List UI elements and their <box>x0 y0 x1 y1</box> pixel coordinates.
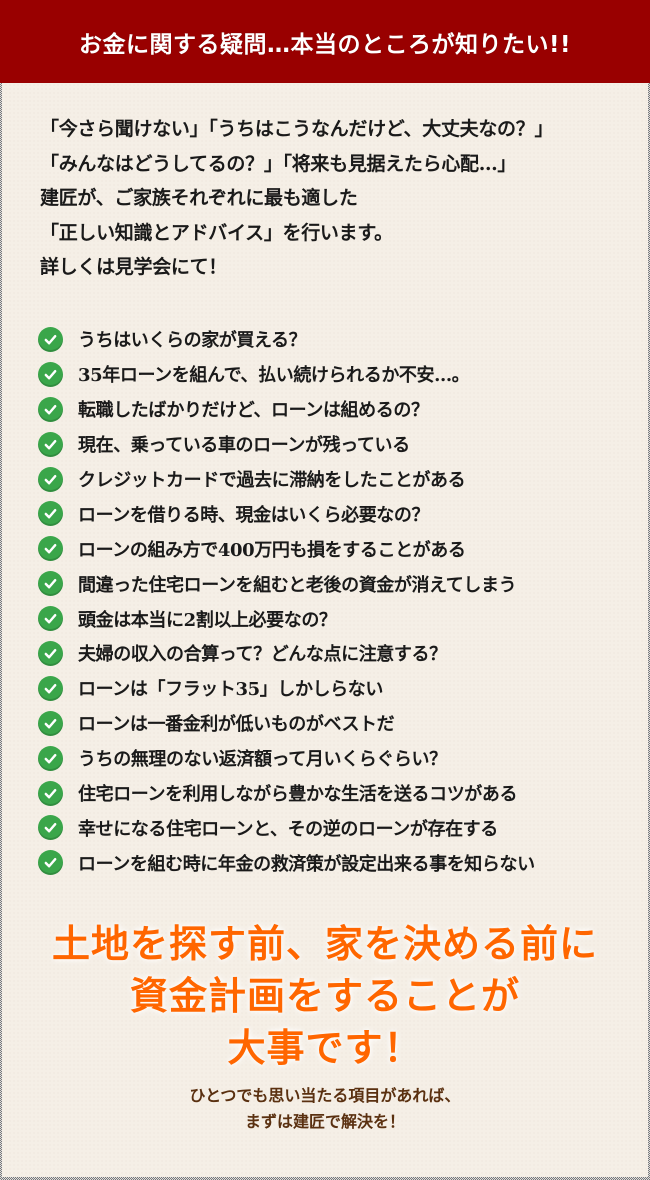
check-circle-icon <box>38 361 63 387</box>
check-circle-icon <box>38 780 63 806</box>
checklist-item: うちの無理のない返済額って月いくらぐらい？ <box>38 741 628 776</box>
question-checklist: うちはいくらの家が買える？ 35年ローンを組んで、払い続けられるか不安…。 転職… <box>38 322 628 880</box>
checklist-item: 夫婦の収入の合算って？どんな点に注意する？ <box>38 636 628 671</box>
check-circle-icon <box>38 571 63 597</box>
subtext-line: ひとつでも思い当たる項目があれば、 <box>189 1086 461 1105</box>
intro-line: 「正しい知識とアドバイス」を行います。 <box>40 221 393 244</box>
check-circle-icon <box>38 431 63 457</box>
checklist-item: ローンを借りる時、現金はいくら必要なの？ <box>38 496 628 531</box>
panel-border-bottom <box>0 1177 650 1180</box>
checklist-item: 住宅ローンを利用しながら豊かな生活を送るコツがある <box>38 776 628 811</box>
header-banner: お金に関する疑問…本当のところが知りたい!! <box>0 0 650 83</box>
checklist-item: 幸せになる住宅ローンと、その逆のローンが存在する <box>38 810 628 845</box>
intro-text: 「今さら聞けない」「うちはこうなんだけど、大丈夫なの？」 「みんなはどうしてるの… <box>40 112 630 285</box>
check-circle-icon <box>38 466 63 492</box>
checklist-item-text: 住宅ローンを利用しながら豊かな生活を送るコツがある <box>78 784 518 806</box>
checklist-item: 現在、乗っている車のローンが残っている <box>38 427 628 462</box>
check-circle-icon <box>38 396 63 422</box>
checklist-item-text: うちはいくらの家が買える？ <box>78 330 307 352</box>
check-circle-icon <box>38 710 63 736</box>
checklist-item: クレジットカードで過去に滞納をしたことがある <box>38 462 628 497</box>
check-circle-icon <box>38 745 63 771</box>
checklist-item: 頭金は本当に2割以上必要なの？ <box>38 601 628 636</box>
checklist-item-text: ローンは「フラット35」しかしらない <box>78 679 383 701</box>
panel-border-right <box>648 83 650 1180</box>
checklist-item-text: クレジットカードで過去に滞納をしたことがある <box>78 470 466 491</box>
checklist-item: ローンを組む時に年金の救済策が設定出来る事を知らない <box>38 845 628 880</box>
check-circle-icon <box>38 326 63 352</box>
checklist-item: 間違った住宅ローンを組むと老後の資金が消えてしまう <box>38 566 628 601</box>
headline-line: 土地を探す前、家を決める前に <box>51 922 598 966</box>
checklist-item: うちはいくらの家が買える？ <box>38 322 628 357</box>
checklist-item-text: ローンの組み方で400万円も損をすることがある <box>78 539 466 561</box>
check-circle-icon <box>38 640 63 666</box>
checklist-item: ローンは「フラット35」しかしらない <box>38 671 628 706</box>
headline-line: 大事です！ <box>227 1026 423 1070</box>
checklist-item-text: 現在、乗っている車のローンが残っている <box>78 435 410 457</box>
checklist-item: 35年ローンを組んで、払い続けられるか不安…。 <box>38 357 628 392</box>
intro-line: 建匠が、ご家族それぞれに最も適した <box>40 187 358 209</box>
checklist-item-text: ローンを組む時に年金の救済策が設定出来る事を知らない <box>78 853 535 875</box>
call-to-action-subtext: ひとつでも思い当たる項目があれば、 まずは建匠で解決を！ <box>0 1083 650 1135</box>
check-circle-icon <box>38 850 63 876</box>
checklist-item-text: 幸せになる住宅ローンと、その逆のローンが存在する <box>78 818 498 840</box>
check-circle-icon <box>38 815 63 841</box>
checklist-item-text: うちの無理のない返済額って月いくらぐらい？ <box>78 749 447 771</box>
check-circle-icon <box>38 536 63 562</box>
header-title: お金に関する疑問…本当のところが知りたい!! <box>79 31 571 58</box>
intro-line: 「今さら聞けない」「うちはこうなんだけど、大丈夫なの？」 <box>40 118 554 140</box>
checklist-item-text: 転職したばかりだけど、ローンは組めるの？ <box>78 400 429 422</box>
checklist-item: 転職したばかりだけど、ローンは組めるの？ <box>38 392 628 427</box>
checklist-item-text: ローンを借りる時、現金はいくら必要なの？ <box>78 504 430 526</box>
checklist-item-text: ローンは一番金利が低いものがベストだ <box>78 714 395 736</box>
checklist-item: ローンは一番金利が低いものがベストだ <box>38 706 628 741</box>
check-circle-icon <box>38 501 63 527</box>
intro-line: 「みんなはどうしてるの？」「将来も見据えたら心配…」 <box>40 152 517 175</box>
checklist-item-text: 頭金は本当に2割以上必要なの？ <box>78 609 337 631</box>
checklist-item-text: 間違った住宅ローンを組むと老後の資金が消えてしまう <box>78 574 517 596</box>
subtext-line: まずは建匠で解決を！ <box>244 1112 405 1131</box>
check-circle-icon <box>38 675 63 701</box>
checklist-item-text: 35年ローンを組んで、払い続けられるか不安…。 <box>78 365 470 387</box>
panel-border-left <box>0 83 2 1180</box>
intro-line: 詳しくは見学会にて！ <box>40 256 228 278</box>
call-to-action-headline: 土地を探す前、家を決める前に 資金計画をすることが 大事です！ <box>0 918 650 1074</box>
check-circle-icon <box>38 606 63 632</box>
checklist-item-text: 夫婦の収入の合算って？どんな点に注意する？ <box>78 644 447 666</box>
checklist-item: ローンの組み方で400万円も損をすることがある <box>38 531 628 566</box>
content-panel <box>0 83 650 1180</box>
headline-line: 資金計画をすることが <box>129 974 520 1018</box>
